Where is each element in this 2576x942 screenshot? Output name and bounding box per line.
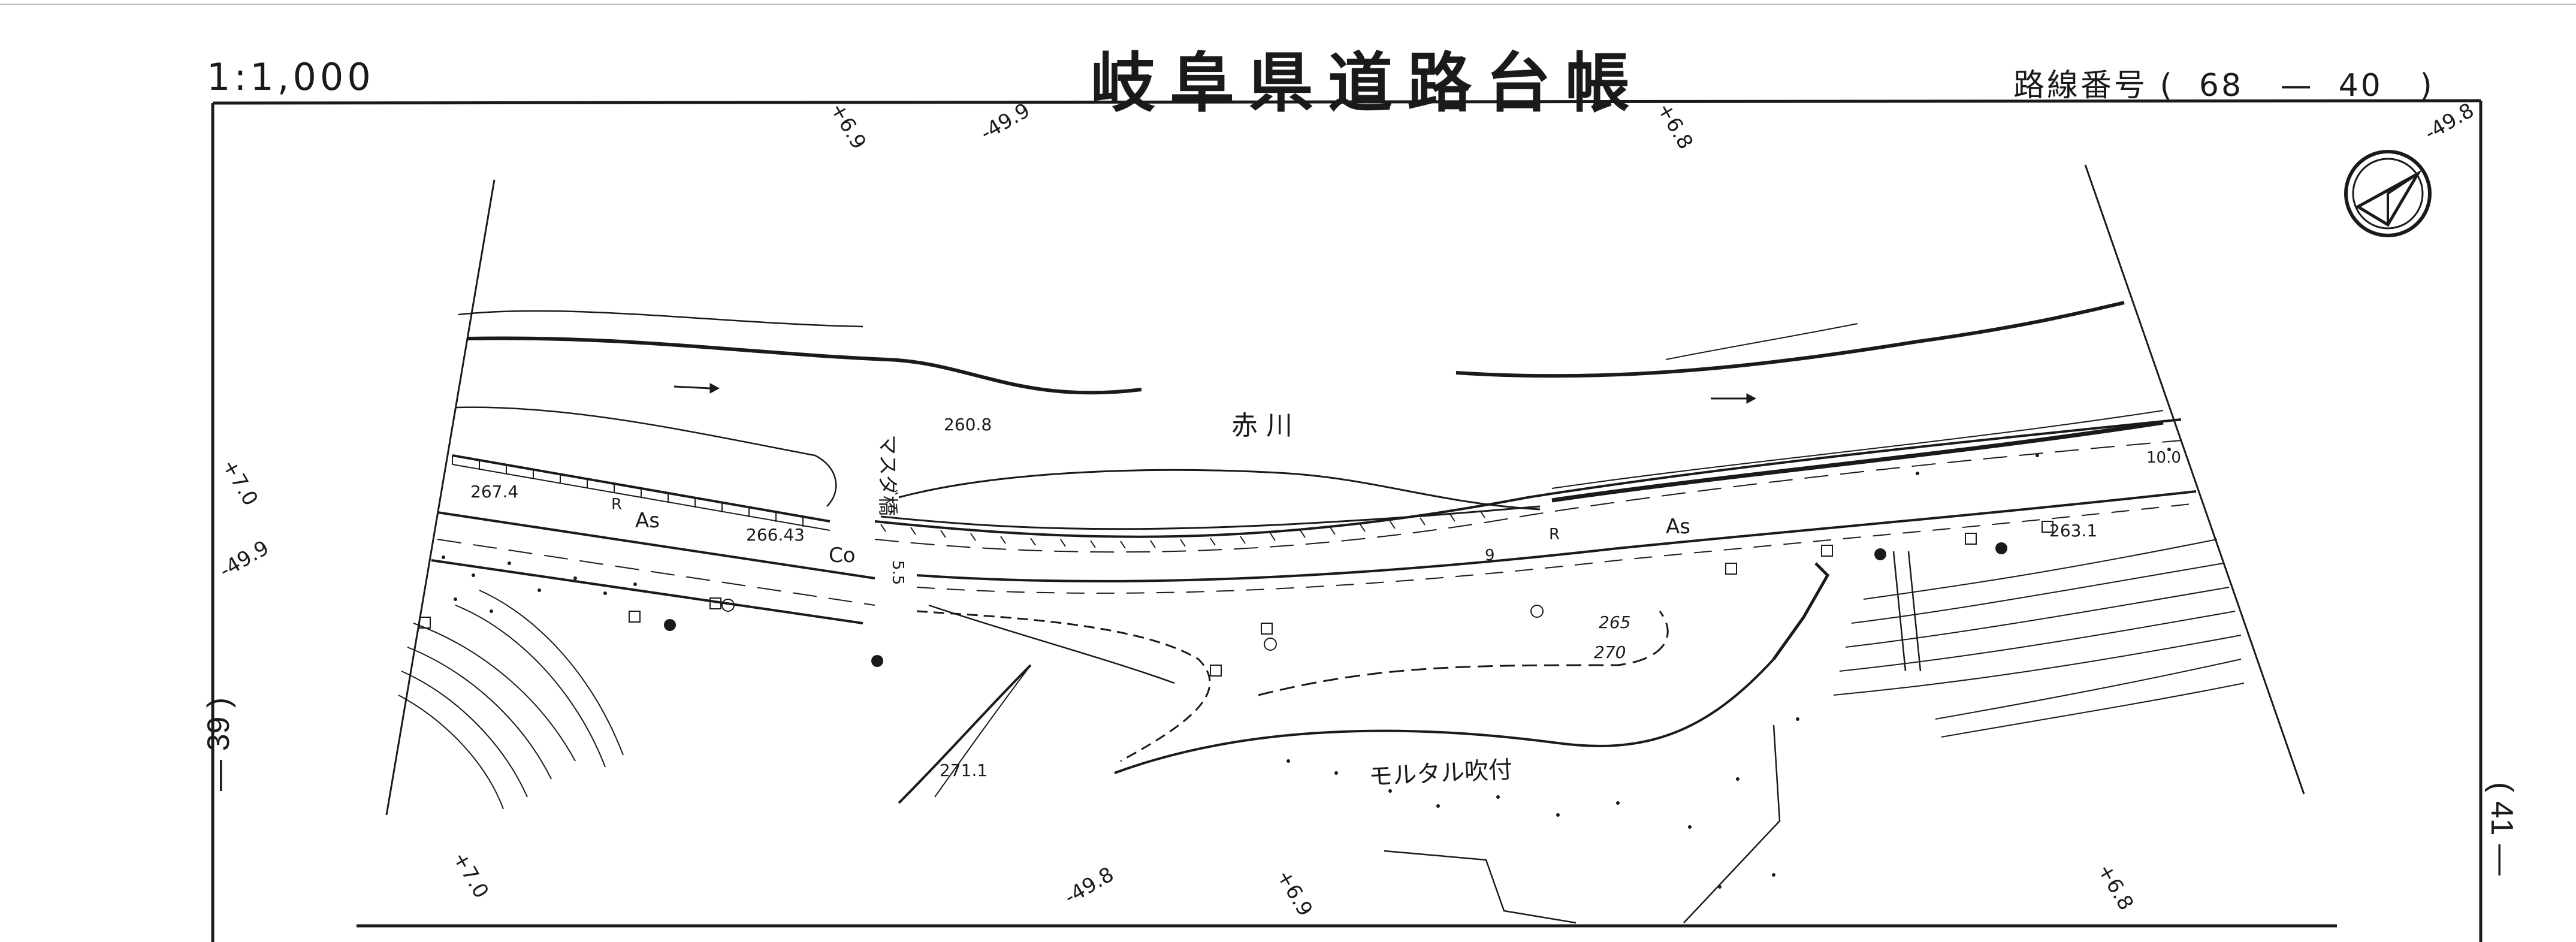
- map-text: 赤 川 マスダ橋 モルタル吹付 As As Co R R 260.8 267.4…: [470, 410, 2181, 791]
- north-arrow-icon: [2344, 150, 2432, 237]
- slope-lines: [898, 551, 1922, 804]
- elevation-label: 267.4: [470, 482, 518, 502]
- elevation-label: 9: [1485, 547, 1495, 564]
- grid-tick-label: -49.8: [1061, 862, 1118, 910]
- page-title: 岐阜県道路台帳: [1091, 46, 1645, 121]
- bridge-name: マスダ橋: [875, 434, 899, 516]
- grid-ticks: +6.9 -49.9 +6.8 -49.8 +7.0 -49.9 +7.0 -4…: [216, 98, 2478, 920]
- top-rule: [0, 0, 2576, 5]
- survey-points: [664, 542, 2007, 667]
- grid-tick-label: +6.9: [825, 99, 871, 154]
- map-frame: [211, 99, 2483, 942]
- elevation-label: 10.0: [2146, 449, 2181, 467]
- mortar-area: [1384, 724, 1781, 924]
- elevation-label: 270: [1594, 642, 1626, 662]
- river-name: 赤 川: [1231, 410, 1292, 441]
- grid-tick-label: -49.9: [216, 536, 273, 583]
- fence-strip: [880, 410, 2164, 549]
- road-edges: [431, 418, 2197, 624]
- elevation-label: 271.1: [940, 760, 987, 780]
- grid-tick-label: -49.9: [977, 98, 1034, 146]
- elevation-label: 265: [1599, 612, 1630, 632]
- flow-arrow-icon: [674, 383, 1757, 404]
- stipple-area: [442, 448, 2171, 889]
- river-bank: [455, 301, 2125, 511]
- drawing-boundary: [385, 164, 2305, 816]
- route-number: 路線番号 ( 68 — 40 ): [2013, 68, 2435, 104]
- elevation-label: 266.43: [746, 525, 805, 545]
- grid-tick-label: -49.8: [2421, 98, 2478, 146]
- railing: [452, 454, 831, 531]
- grid-tick-label: +6.8: [2092, 860, 2138, 915]
- map-scale: 1:1,000: [207, 55, 375, 99]
- surface-treatment-label: モルタル吹付: [1368, 756, 1513, 790]
- road-surface-label: As: [635, 509, 660, 533]
- grid-tick-label: +7.0: [448, 848, 493, 903]
- road-mark-label: R: [611, 496, 622, 514]
- concrete-label: Co: [829, 544, 856, 567]
- grid-tick-label: +6.9: [1272, 866, 1317, 921]
- road-surface-label: As: [1666, 515, 1690, 539]
- elevation-label: 263.1: [2049, 521, 2097, 541]
- contour-lines: [398, 539, 2245, 810]
- utility-marks: [419, 521, 2053, 677]
- elevation-label: 5.5: [889, 560, 907, 585]
- road-mark-label: R: [1549, 526, 1560, 544]
- grid-tick-label: +6.8: [1652, 99, 1698, 154]
- grid-tick-label: +7.0: [217, 455, 262, 511]
- elevation-label: 260.8: [944, 415, 992, 434]
